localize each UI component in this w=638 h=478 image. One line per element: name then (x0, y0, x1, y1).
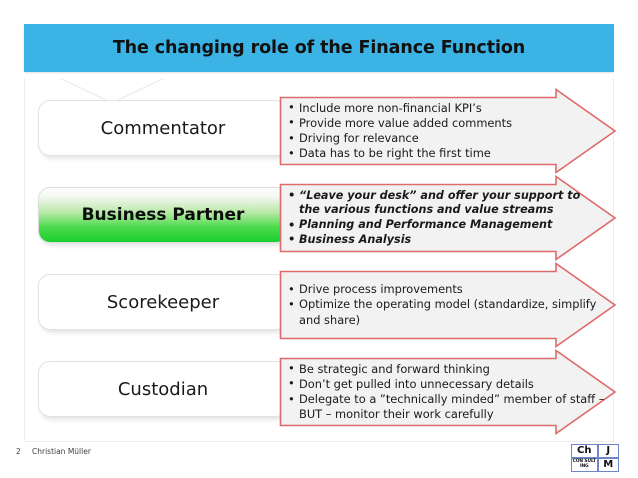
list-item: Driving for relevance (287, 130, 577, 146)
arrow-callout-scorekeeper: Drive process improvements Optimize the … (279, 262, 629, 348)
list-item: Drive process improvements (287, 282, 605, 297)
role-row-business-partner: Business Partner “Leave your desk” and o… (0, 175, 638, 261)
list-item: Be strategic and forward thinking (287, 361, 605, 377)
arrow-bullet-list: Be strategic and forward thinking Don’t … (287, 349, 605, 435)
role-row-custodian: Custodian Be strategic and forward think… (0, 349, 638, 435)
list-item: Provide more value added comments (287, 115, 577, 131)
footer-page-number: 2 (16, 447, 21, 456)
role-label-text: Commentator (100, 117, 226, 139)
role-label-box-custodian[interactable]: Custodian (38, 361, 288, 417)
arrow-bullet-list: Include more non-financial KPI’s Provide… (287, 88, 577, 174)
company-logo: Ch J CON SULT ING M (570, 443, 619, 472)
logo-cell-ch: Ch (570, 443, 598, 458)
logo-cell-m: M (597, 457, 619, 472)
list-item: Include more non-financial KPI’s (287, 100, 577, 116)
arrow-callout-commentator: Include more non-financial KPI’s Provide… (279, 88, 629, 174)
list-item: Planning and Performance Management (287, 218, 597, 233)
list-item: “Leave your desk” and offer your support… (287, 188, 597, 218)
role-label-text: Business Partner (81, 205, 245, 225)
arrow-bullet-list: Drive process improvements Optimize the … (287, 262, 605, 348)
list-item: Data has to be right the first time (287, 146, 577, 161)
logo-cell-j: J (597, 443, 619, 458)
role-label-box-commentator[interactable]: Commentator (38, 100, 288, 156)
role-row-scorekeeper: Scorekeeper Drive process improvements O… (0, 262, 638, 348)
arrow-callout-business-partner: “Leave your desk” and offer your support… (279, 175, 629, 261)
arrow-bullet-list: “Leave your desk” and offer your support… (287, 175, 597, 261)
footer-author: Christian Müller (32, 447, 91, 456)
slide-title-bar: The changing role of the Finance Functio… (24, 24, 614, 72)
list-item: Optimize the operating model (standardiz… (287, 297, 605, 327)
logo-cell-consulting: CON SULT ING (570, 457, 598, 472)
list-item: Don’t get pulled into unnecessary detail… (287, 376, 605, 392)
role-label-box-scorekeeper[interactable]: Scorekeeper (38, 274, 288, 330)
role-label-text: Custodian (117, 378, 209, 400)
role-row-commentator: Commentator Include more non-financial K… (0, 88, 638, 174)
logo-cell-m-text: M (603, 458, 614, 470)
arrow-callout-custodian: Be strategic and forward thinking Don’t … (279, 349, 629, 435)
page-title: The changing role of the Finance Functio… (112, 38, 526, 58)
list-item: Delegate to a ”technically minded” membe… (287, 391, 605, 422)
logo-cell-consulting-text: CON SULT ING (572, 459, 596, 469)
logo-cell-j-text: J (606, 444, 611, 456)
list-item: Business Analysis (287, 232, 597, 248)
logo-cell-ch-text: Ch (577, 444, 592, 456)
role-label-box-business-partner[interactable]: Business Partner (38, 187, 288, 243)
role-label-text: Scorekeeper (106, 291, 220, 313)
